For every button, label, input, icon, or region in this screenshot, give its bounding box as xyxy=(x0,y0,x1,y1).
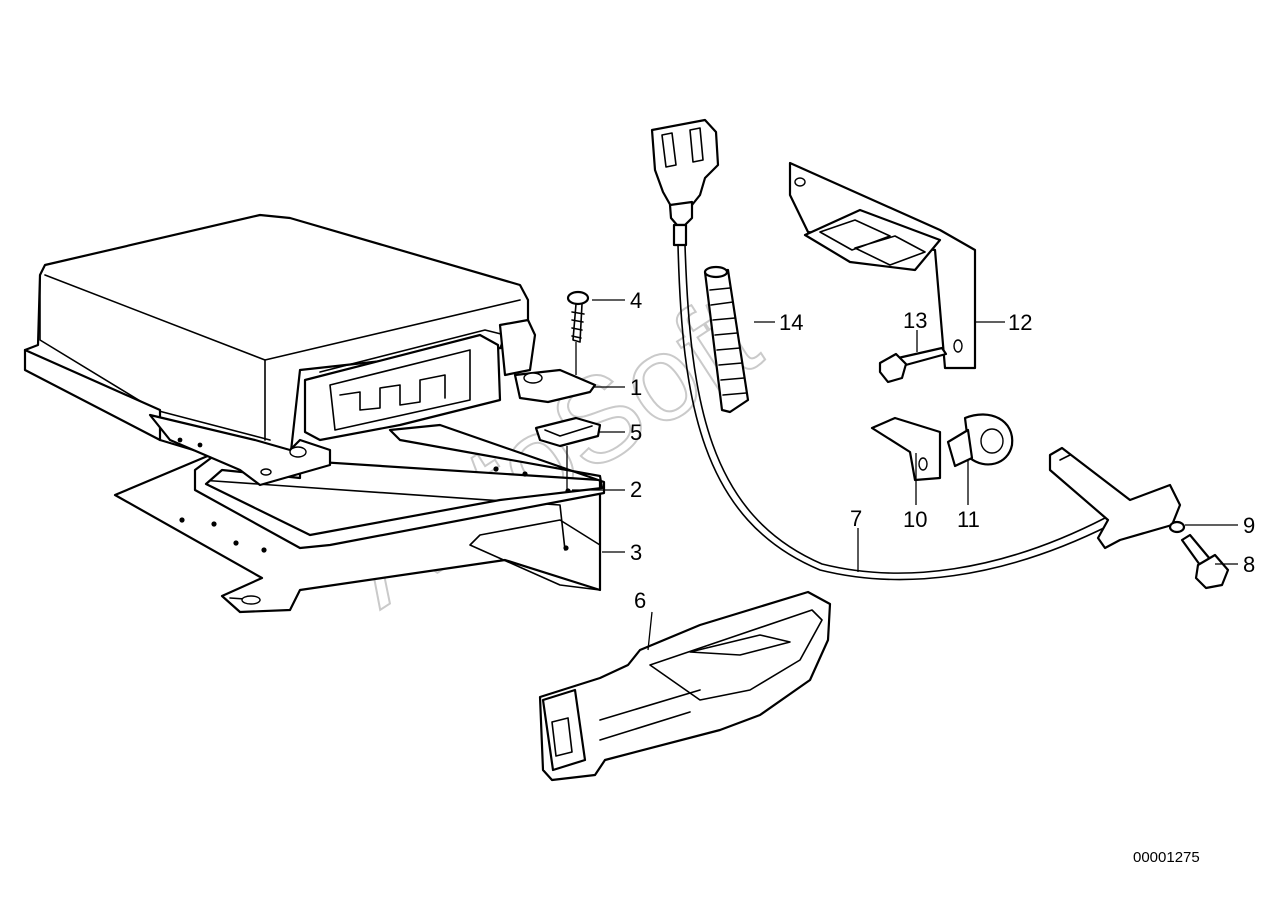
cover-part xyxy=(538,590,832,782)
callout-14: 14 xyxy=(779,310,803,335)
screw-part xyxy=(566,290,590,375)
cable-clip-part xyxy=(946,413,1014,468)
sleeve-part xyxy=(703,265,750,414)
callout-12: 12 xyxy=(1008,310,1032,335)
callout-11: 11 xyxy=(957,507,980,532)
diagram-code: 00001275 xyxy=(1133,849,1200,866)
holder-bracket-part xyxy=(788,161,977,370)
callout-labels: 1 2 3 4 5 6 7 8 9 10 11 12 13 14 xyxy=(630,288,1255,613)
bolt-part xyxy=(1180,533,1230,590)
callout-10: 10 xyxy=(903,507,927,532)
callout-13: 13 xyxy=(903,308,927,333)
screw-13-part xyxy=(878,346,948,384)
callout-8: 8 xyxy=(1243,552,1255,577)
washer-part xyxy=(1168,520,1186,534)
bracket-part xyxy=(870,416,942,482)
clip-part xyxy=(534,416,602,490)
bracket-frame-part xyxy=(193,423,606,591)
callout-7: 7 xyxy=(850,506,862,531)
callout-9: 9 xyxy=(1243,513,1255,538)
callout-3: 3 xyxy=(630,540,642,565)
callout-4: 4 xyxy=(630,288,642,313)
callout-1: 1 xyxy=(630,375,642,400)
leader-lines xyxy=(572,299,1238,651)
callout-2: 2 xyxy=(630,477,642,502)
sensor-cable-part xyxy=(650,118,1182,581)
control-unit-part xyxy=(23,213,597,487)
callout-5: 5 xyxy=(630,420,642,445)
callout-6: 6 xyxy=(634,588,646,613)
